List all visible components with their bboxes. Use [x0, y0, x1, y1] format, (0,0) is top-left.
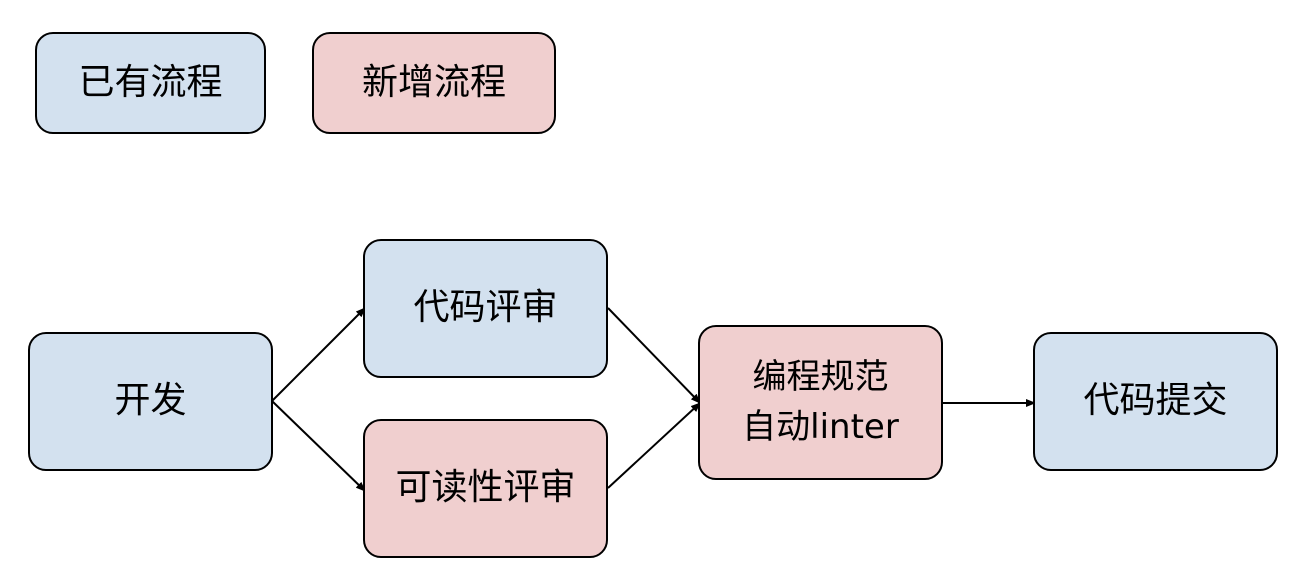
node-submit-label: 代码提交 [1083, 380, 1228, 422]
edge-readability-review-to-style-linter [607, 402, 701, 489]
legend-existing-process: 已有流程 [35, 32, 266, 134]
node-style-linter: 编程规范 自动linter [698, 325, 943, 480]
legend-new-process: 新增流程 [312, 32, 556, 134]
edge-code-review-to-style-linter [607, 307, 701, 404]
node-develop-label: 开发 [114, 380, 187, 422]
node-develop: 开发 [28, 332, 273, 471]
node-style-linter-line1: 编程规范 [752, 357, 889, 398]
node-readability-review: 可读性评审 [363, 419, 608, 558]
node-submit: 代码提交 [1033, 332, 1278, 471]
node-code-review: 代码评审 [363, 239, 608, 378]
node-code-review-label: 代码评审 [413, 287, 558, 329]
node-readability-review-label: 可读性评审 [395, 467, 576, 509]
edge-develop-to-readability-review [271, 400, 366, 492]
node-style-linter-line2: 自动linter [742, 406, 899, 447]
legend-new-label: 新增流程 [361, 61, 506, 103]
legend-existing-label: 已有流程 [78, 61, 223, 103]
edge-develop-to-code-review [271, 307, 366, 402]
